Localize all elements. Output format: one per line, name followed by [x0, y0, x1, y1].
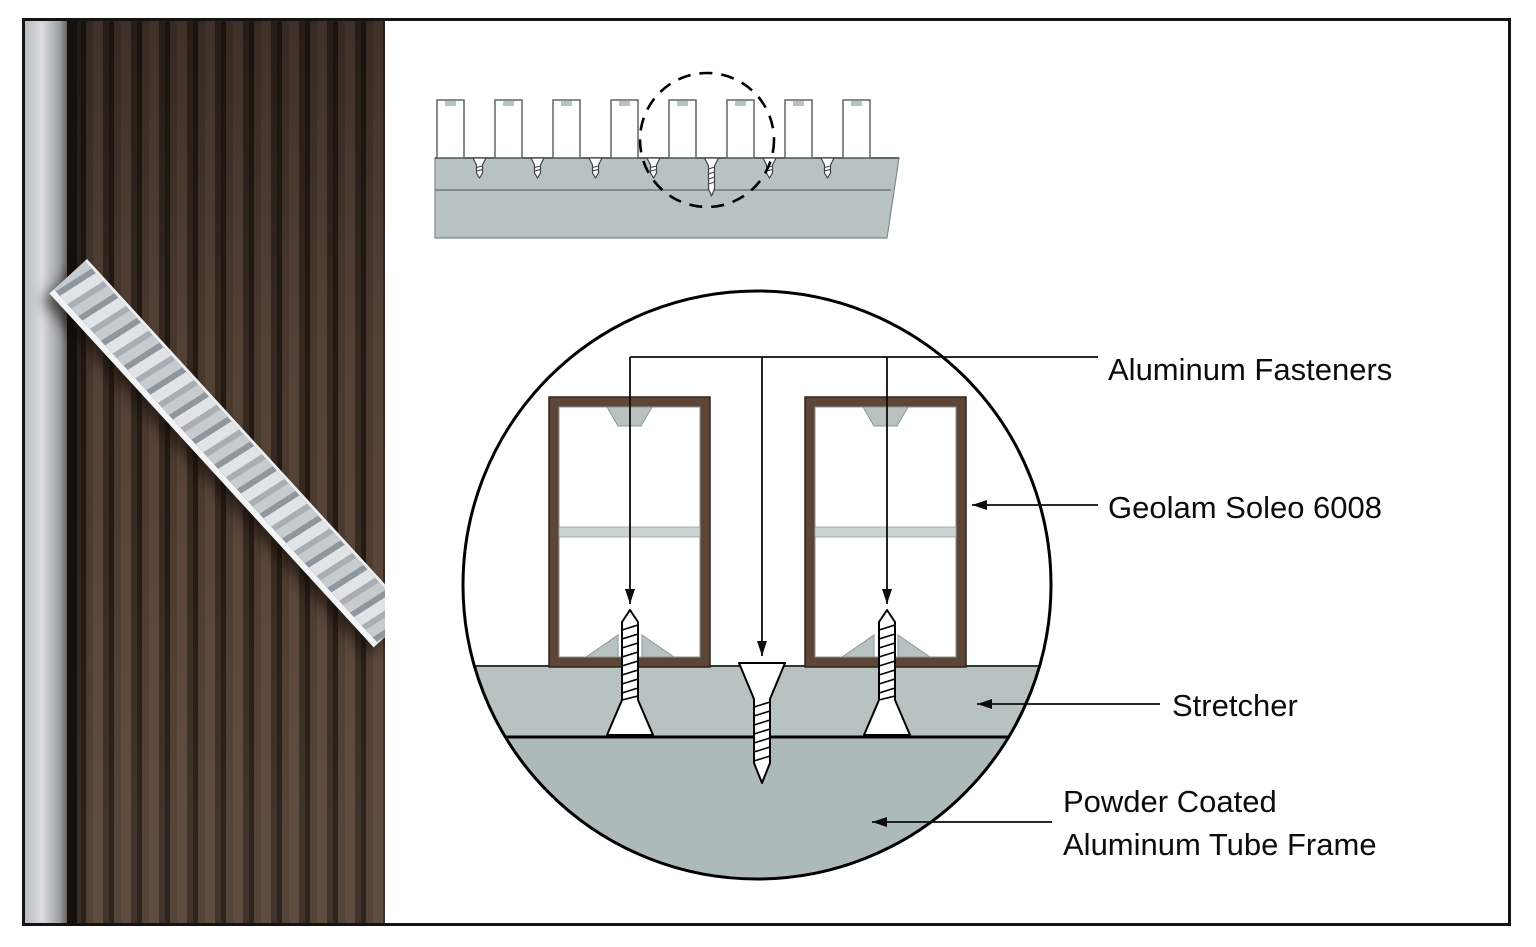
- label-aluminum-fasteners: Aluminum Fasteners: [1108, 352, 1393, 387]
- detail-circle: [461, 289, 1053, 881]
- photo-rendering: [25, 21, 385, 923]
- label-tube-frame: Powder Coated Aluminum Tube Frame: [1063, 780, 1377, 866]
- leader-lines: [625, 356, 1160, 827]
- dashed-callout-circle: [638, 71, 776, 209]
- label-tube-frame-line1: Powder Coated: [1063, 784, 1277, 819]
- label-geolam-soleo: Geolam Soleo 6008: [1108, 490, 1383, 525]
- label-tube-frame-line2: Aluminum Tube Frame: [1063, 827, 1377, 862]
- section-profiles: [436, 99, 871, 159]
- aluminum-post: [25, 21, 77, 923]
- label-stretcher: Stretcher: [1172, 688, 1298, 723]
- section-drawing: [434, 71, 900, 239]
